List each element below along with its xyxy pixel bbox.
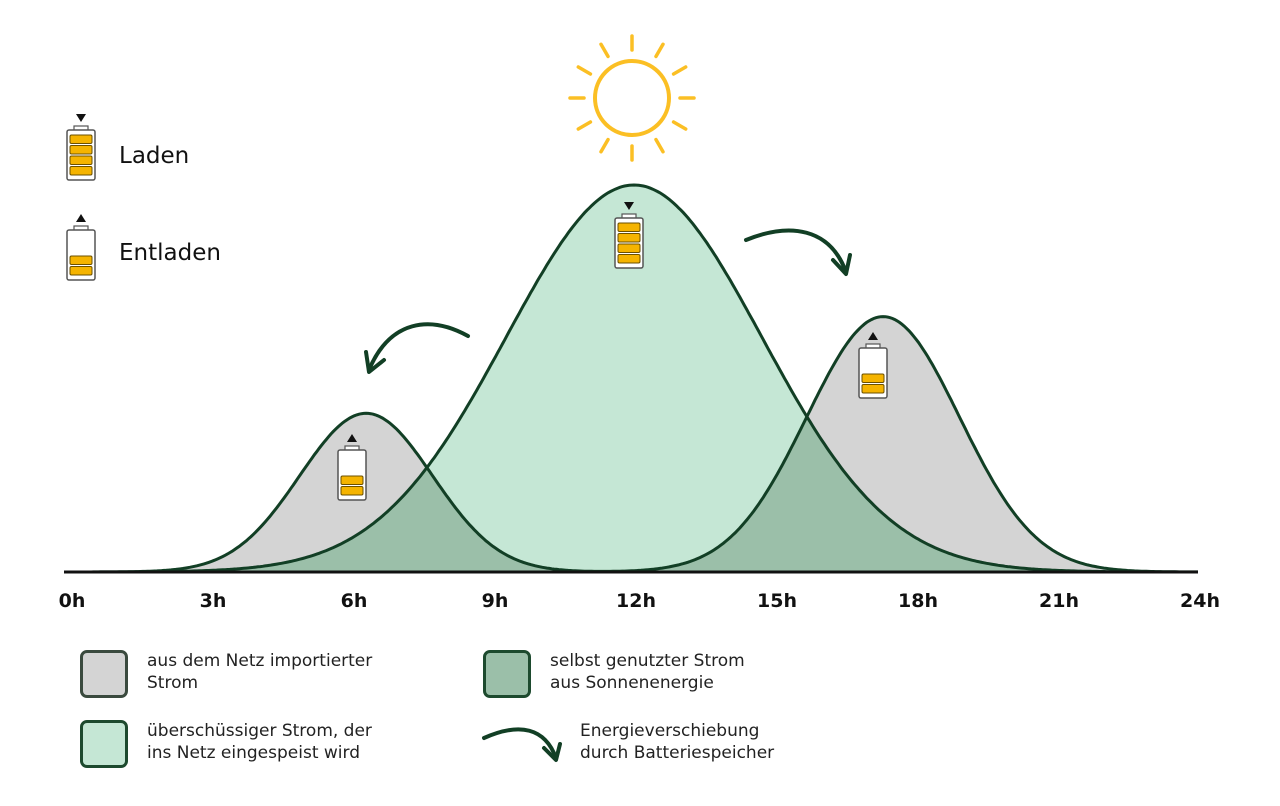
sun-ray (671, 120, 688, 131)
battery-cell (617, 233, 641, 243)
arrow-up-icon (76, 214, 86, 222)
x-tick-label: 18h (898, 590, 938, 612)
sun-ray (654, 137, 665, 154)
shift-arrow-morning-icon (364, 322, 470, 374)
battery-cell (340, 475, 364, 485)
legend-swatch-self-use (483, 650, 531, 698)
arrow-head (831, 253, 852, 276)
legend-swatch-surplus (80, 720, 128, 768)
sun-ray (576, 65, 593, 76)
x-tick-label: 24h (1180, 590, 1220, 612)
x-tick-label: 21h (1039, 590, 1079, 612)
arrow-shaft (482, 727, 558, 760)
x-tick-label: 6h (340, 590, 368, 612)
battery-charge-icon (614, 202, 644, 269)
surplus-area (70, 185, 1198, 572)
legend-discharge-label: Entladen (119, 240, 221, 266)
solar-curve (70, 183, 1198, 574)
battery-charge-legend-icon (66, 114, 96, 181)
x-tick-label: 0h (58, 590, 86, 612)
sun-ray (599, 42, 610, 59)
battery-cell (617, 222, 641, 232)
import-area (70, 316, 1198, 572)
battery-discharge-legend-icon (66, 214, 96, 281)
arrow-down-icon (624, 202, 634, 210)
battery-discharge-icon (858, 332, 888, 399)
x-tick-label: 9h (481, 590, 509, 612)
x-tick-label: 3h (199, 590, 227, 612)
battery-cell (69, 145, 93, 155)
arrow-shaft (744, 228, 848, 274)
arrow-up-icon (347, 434, 357, 442)
sun-ray (576, 120, 593, 131)
battery-cell (69, 155, 93, 165)
legend-charge-label: Laden (119, 143, 190, 169)
x-tick-label: 12h (616, 590, 656, 612)
legend-shift-arrow-icon (482, 727, 562, 762)
sun-ray (671, 65, 688, 76)
battery-cell (69, 134, 93, 144)
sun-disc (593, 59, 671, 137)
sun-ray (599, 137, 610, 154)
arrow-head (364, 350, 386, 374)
arrow-up-icon (868, 332, 878, 340)
battery-cell (69, 166, 93, 176)
sun-ray (654, 42, 665, 59)
battery-cell (617, 243, 641, 253)
battery-cell (340, 486, 364, 496)
x-tick-label: 15h (757, 590, 797, 612)
shift-arrow-evening-icon (744, 228, 852, 276)
battery-cell (861, 384, 885, 394)
legend-swatch-import (80, 650, 128, 698)
battery-cell (69, 266, 93, 276)
battery-cell (617, 254, 641, 264)
sun-icon (568, 34, 696, 162)
arrow-head (542, 742, 562, 762)
battery-cell (69, 255, 93, 265)
arrow-down-icon (76, 114, 86, 122)
arrow-shaft (367, 322, 470, 372)
battery-cell (861, 373, 885, 383)
battery-discharge-icon (337, 434, 367, 501)
